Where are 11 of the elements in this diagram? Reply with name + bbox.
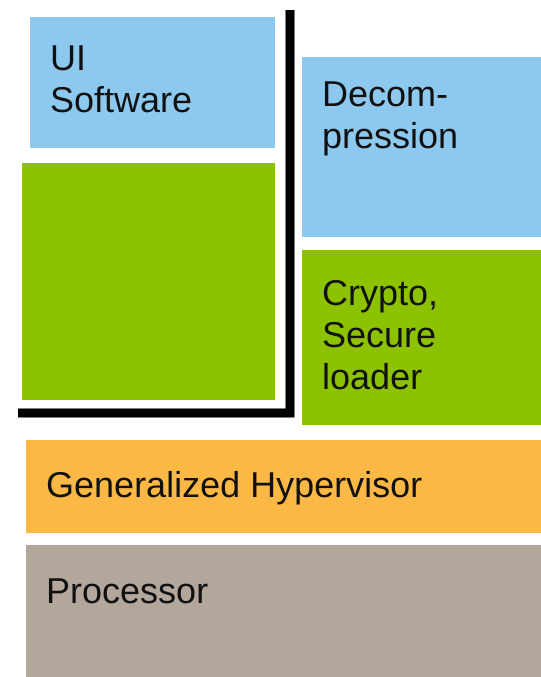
layer-box: [26, 545, 541, 677]
layer-label: Crypto, Secure loader: [322, 272, 440, 398]
layer-box: [26, 440, 541, 533]
layer-box: [302, 250, 541, 425]
layer-label: UI Software: [50, 37, 194, 121]
layer-box: [302, 57, 541, 237]
layer-label: Generalized Hypervisor: [46, 464, 422, 506]
layer-label: Processor: [46, 570, 208, 612]
layer-box: [30, 17, 275, 148]
layer-label: Decom-pression: [322, 73, 460, 157]
layer-box: [22, 163, 275, 400]
